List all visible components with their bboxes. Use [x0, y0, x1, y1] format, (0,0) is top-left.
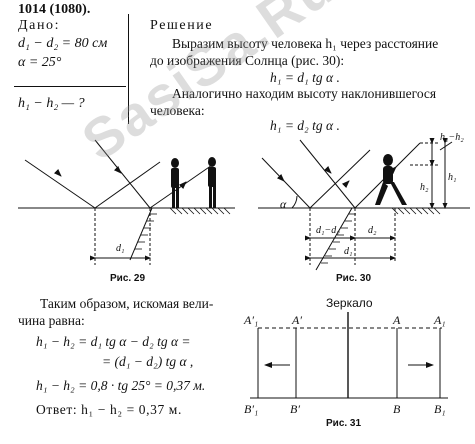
fig29-hatch: [169, 207, 231, 215]
fig29-ray-2r: [149, 162, 216, 209]
fig30-drawing: [258, 138, 470, 271]
fig30-alpha-arc: [291, 195, 298, 209]
fig29-ray-2: [94, 139, 151, 209]
fig31-drawing: [250, 312, 448, 399]
given-find: h₁ − h₂ — ?: [18, 96, 85, 111]
solution-p2a: Аналогично находим высоту наклонившегося: [172, 86, 437, 101]
fig30-label-alpha: α: [280, 197, 287, 211]
solution-header: Решение: [150, 18, 214, 33]
fig31-title: Зеркало: [326, 296, 373, 310]
problem-number: 1014 (1080).: [18, 2, 91, 17]
fig30-ray-1: [261, 157, 311, 209]
fig30-label-h1: h₁: [448, 172, 457, 183]
fig30-label-d1d2: d₁−d₂: [316, 225, 340, 236]
fig29-person-2: [208, 157, 216, 208]
conclusion-line-1: Таким образом, искомая вели-: [40, 296, 214, 311]
fig31-label-A1p: A′₁: [244, 313, 259, 327]
fig31-label-Bp: B′: [290, 402, 300, 416]
fig31-label-Ap: A′: [292, 313, 302, 327]
solution-formula-2: h₁ = d₂ tg α .: [270, 118, 340, 133]
fig29-ray-1r: [94, 161, 161, 209]
conclusion-answer: Ответ: h₁ − h₂ = 0,37 м.: [36, 402, 182, 417]
fig30-ray-1r: [309, 149, 371, 209]
given-header: Дано:: [18, 18, 61, 33]
given-divider: [14, 86, 126, 87]
fig31-label-B1: B₁: [434, 402, 446, 416]
conclusion-eq-2: = (d₁ − d₂) tg α ,: [102, 354, 194, 369]
fig29-drawing: [18, 139, 235, 265]
solution-p1b: до изображения Солнца (рис. 30):: [150, 53, 345, 68]
fig31-label-A: A: [393, 313, 401, 327]
fig30-caption: Рис. 30: [336, 273, 372, 284]
fig30-hatch: [391, 207, 441, 215]
fig30-label-h1h2: h₁−h₂: [440, 132, 464, 143]
fig29-slope: [129, 207, 153, 261]
fig31-label-A1: A₁: [434, 313, 446, 327]
fig30-ray-2: [299, 139, 356, 209]
conclusion-eq-3: h₁ − h₂ = 0,8 · tg 25° = 0,37 м.: [36, 378, 206, 393]
fig31-caption: Рис. 31: [326, 418, 362, 429]
given-vertical-rule: [128, 14, 129, 124]
solution-p1a: Выразим высоту человека h₁ через расстоя…: [172, 36, 439, 51]
fig29-caption: Рис. 29: [110, 273, 146, 284]
fig29-label-d1: d₁: [116, 243, 125, 254]
solution-p2b: человека:: [150, 103, 205, 118]
fig31-label-B1p: B′₁: [244, 402, 259, 416]
fig30-label-h2: h₂: [420, 182, 429, 193]
fig31-label-B: B: [393, 402, 401, 416]
fig30-label-d2: d₂: [368, 225, 377, 236]
fig29-ray-1: [24, 159, 96, 209]
fig29-person-1: [171, 158, 179, 208]
fig30-slope: [315, 207, 353, 271]
given-line-2: α = 25°: [18, 55, 62, 70]
conclusion-eq-1: h₁ − h₂ = d₁ tg α − d₂ tg α =: [36, 334, 191, 349]
solution-formula-1: h₁ = d₁ tg α .: [270, 70, 340, 85]
fig30-bending-person: [375, 154, 407, 205]
fig30-label-d1: d₁: [344, 246, 353, 257]
conclusion-line-2: чина равна:: [18, 313, 85, 328]
given-line-1: d₁ − d₂ = 80 см: [18, 36, 108, 51]
